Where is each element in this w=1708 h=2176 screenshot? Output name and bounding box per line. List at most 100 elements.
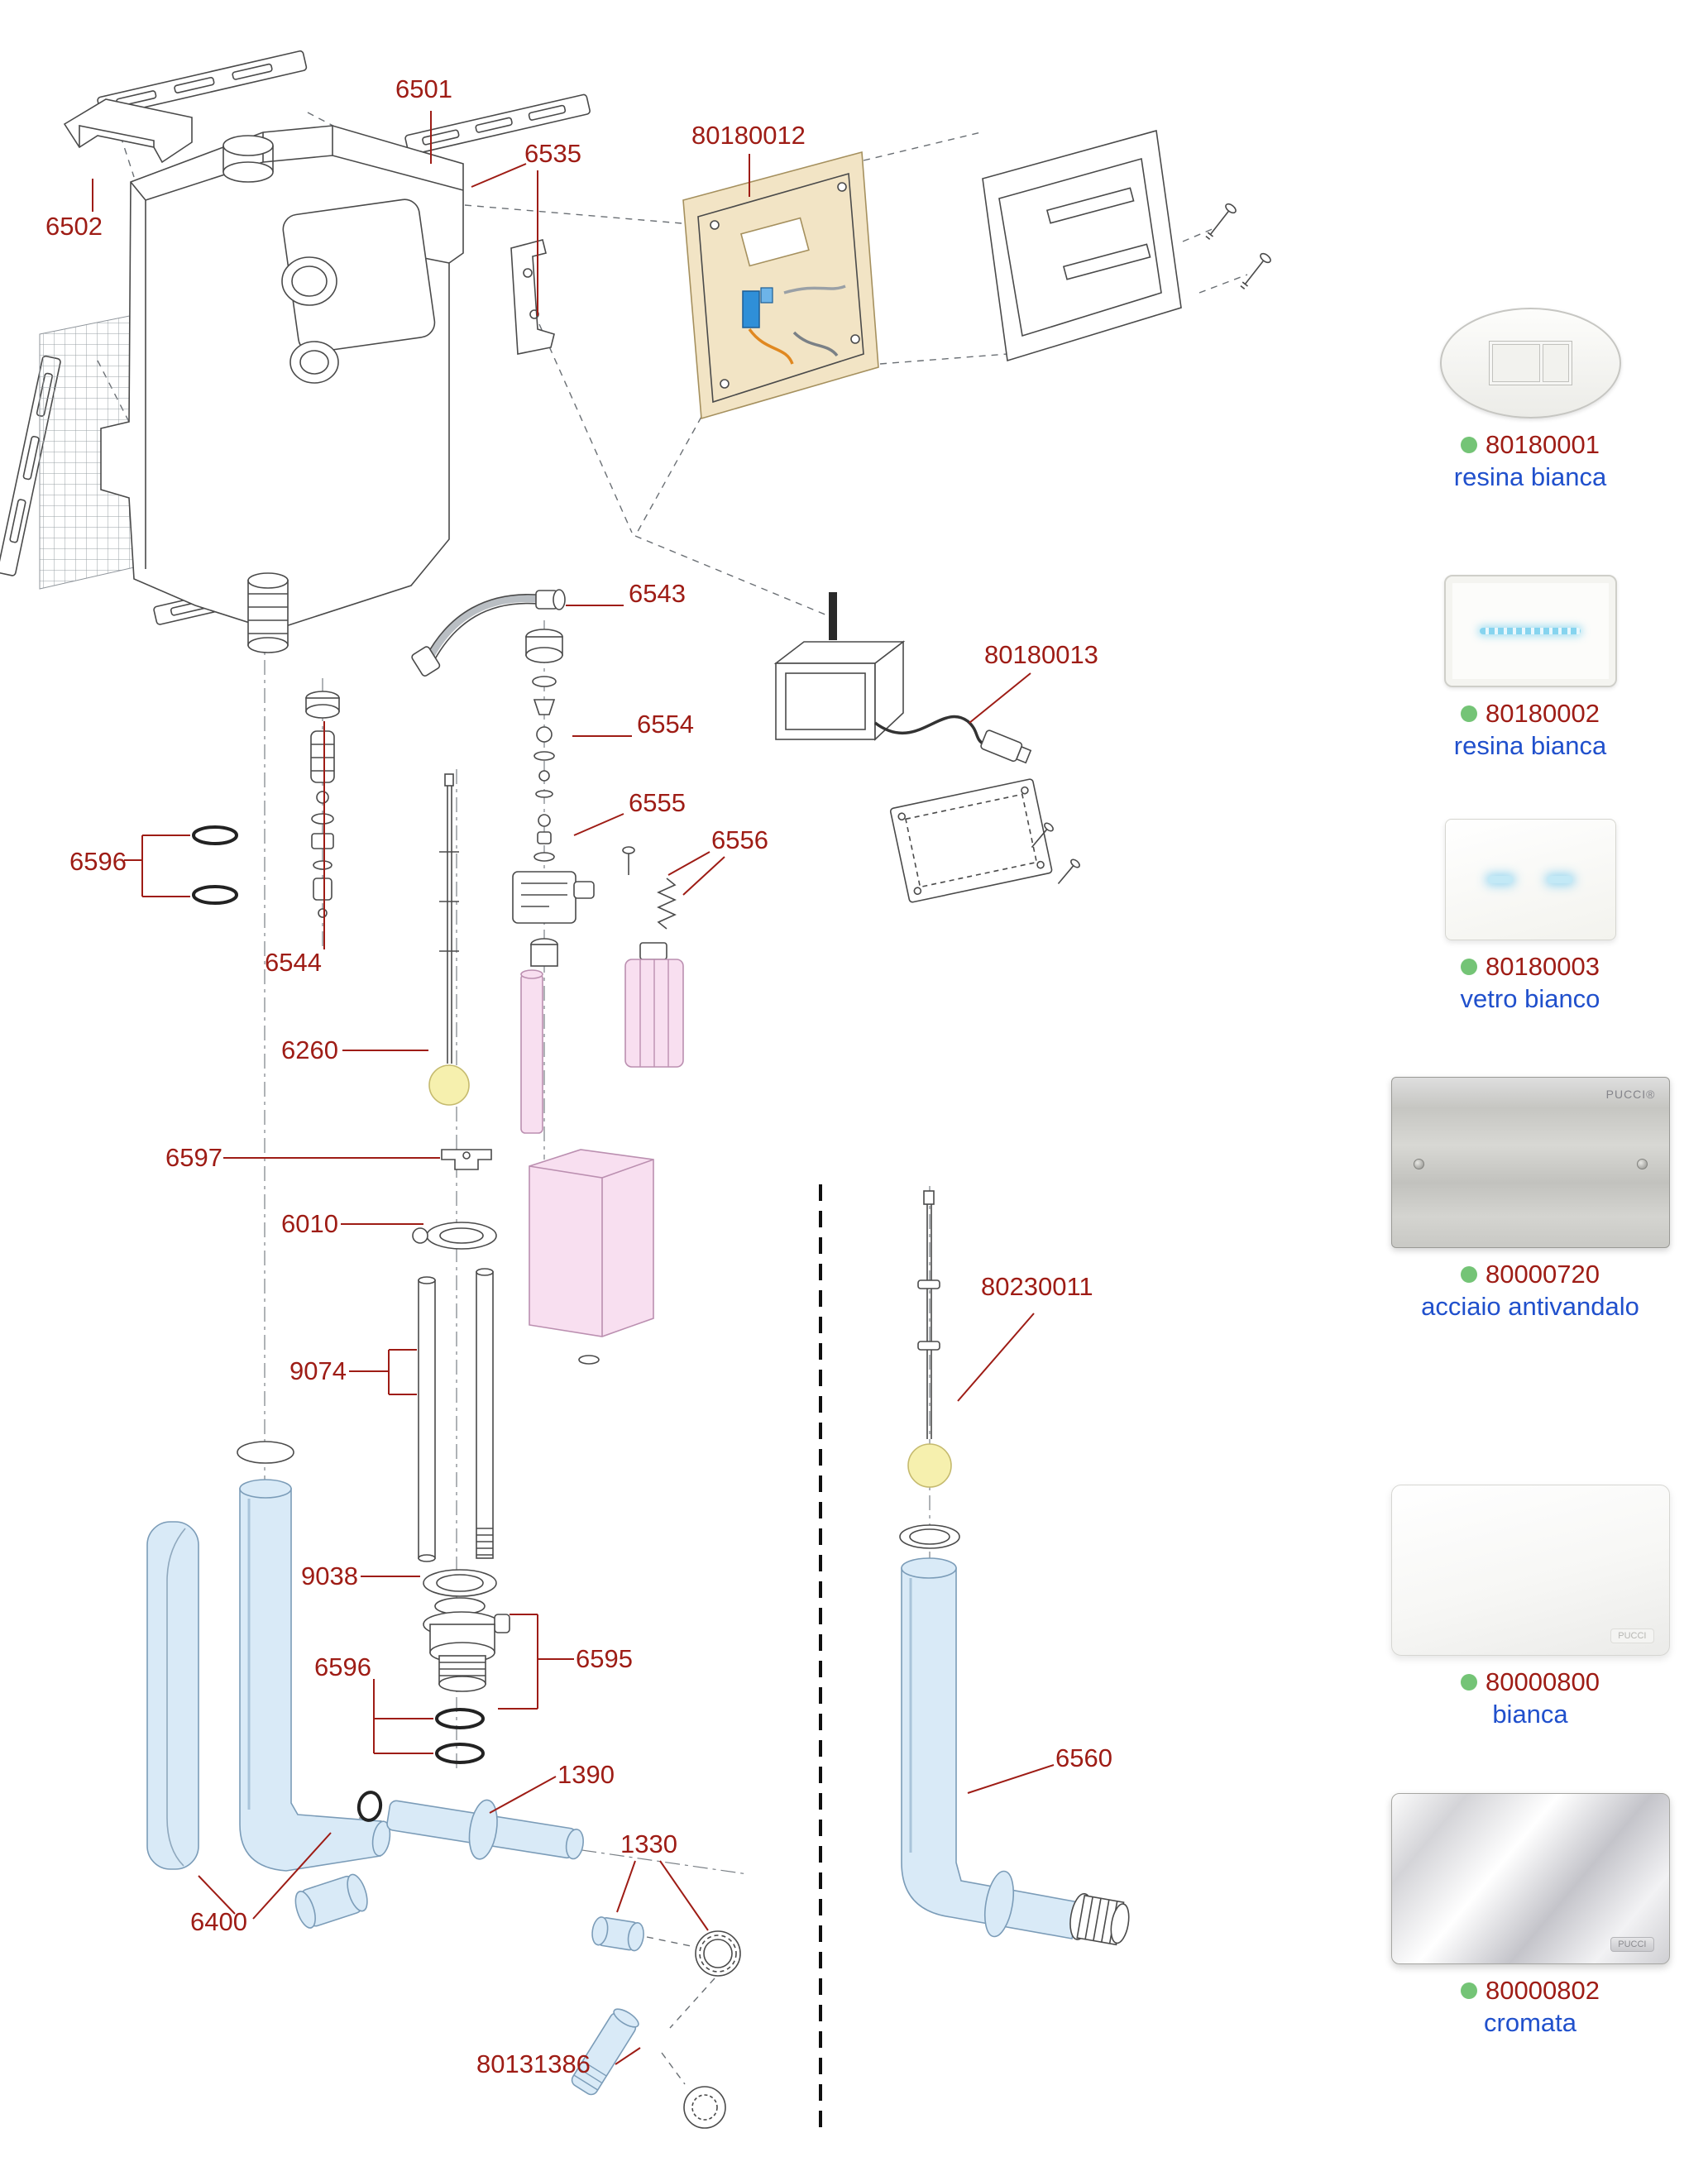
flush-button-large xyxy=(1491,344,1540,382)
o-rings-bottom xyxy=(435,1708,485,1764)
part-label-6596-bottom: 6596 xyxy=(314,1652,371,1681)
screw-icon xyxy=(1413,1158,1424,1169)
product-code: 80000802 xyxy=(1486,1976,1600,2005)
o-rings xyxy=(192,825,238,905)
sensor-light xyxy=(1548,876,1572,883)
flush-plate-image-glass xyxy=(1444,819,1616,940)
flush-valve-body xyxy=(512,871,595,967)
side-bracket xyxy=(510,239,555,355)
part-label-80131386: 80131386 xyxy=(476,2049,591,2078)
part-label-6595: 6595 xyxy=(576,1644,633,1673)
part-label-6010: 6010 xyxy=(281,1209,338,1238)
part-label-6544: 6544 xyxy=(265,948,322,977)
part-label-6560: 6560 xyxy=(1055,1743,1112,1772)
junction-box xyxy=(773,592,1080,903)
tank-gasket xyxy=(412,1222,497,1250)
part-label-80230011: 80230011 xyxy=(981,1272,1093,1301)
overflow-tube xyxy=(520,969,543,1134)
part-label-9038: 9038 xyxy=(301,1561,358,1590)
product-card-80000802: PUCCI 80000802 cromata xyxy=(1369,1793,1691,2035)
product-description: vetro bianco xyxy=(1460,984,1600,1013)
screw-icon xyxy=(1057,858,1080,885)
flush-plate-image-white: PUCCI xyxy=(1390,1485,1670,1656)
part-label-80180012: 80180012 xyxy=(691,121,806,150)
flush-plate-image-oval xyxy=(1439,308,1621,418)
flush-bend-right xyxy=(901,1557,1130,1946)
part-label-6597: 6597 xyxy=(165,1143,222,1172)
part-label-6400: 6400 xyxy=(190,1907,247,1936)
construction-lines xyxy=(97,100,1248,2085)
part-label-6556: 6556 xyxy=(711,825,768,854)
product-description: acciaio antivandalo xyxy=(1421,1292,1639,1321)
outlet-flange xyxy=(423,1569,497,1615)
float-rod-right xyxy=(899,1190,960,1549)
part-label-6543: 6543 xyxy=(629,579,686,608)
flush-button-small xyxy=(1542,344,1569,382)
part-label-6554: 6554 xyxy=(637,710,694,739)
green-dot-icon xyxy=(1461,1982,1478,1999)
spring-and-screw xyxy=(622,846,677,930)
green-dot-icon xyxy=(1461,958,1478,975)
screw-icon xyxy=(1240,252,1271,289)
brand-logo: PUCCI xyxy=(1610,1628,1654,1643)
flush-plate-image-steel: PUCCI® xyxy=(1390,1077,1670,1248)
product-description: resina bianca xyxy=(1453,731,1607,760)
control-panel xyxy=(682,151,879,420)
inlet-horizontal-pipe xyxy=(356,1791,584,1860)
flush-bend-pipe xyxy=(237,1441,391,1872)
led-strip xyxy=(1480,628,1581,634)
product-card-80000800: PUCCI 80000800 bianca xyxy=(1369,1485,1691,1727)
part-label-80180013: 80180013 xyxy=(984,640,1098,669)
valve-container xyxy=(529,1149,654,1365)
product-description: bianca xyxy=(1492,1700,1568,1729)
plate-buttons xyxy=(1488,341,1572,385)
float-rod xyxy=(428,773,470,1106)
product-description: resina bianca xyxy=(1453,462,1607,491)
product-code: 80180001 xyxy=(1486,430,1600,459)
part-label-1330: 1330 xyxy=(620,1829,677,1858)
lever-bracket xyxy=(441,1149,492,1170)
pipe-fittings xyxy=(591,1916,741,1977)
inlet-valve-stack xyxy=(525,629,563,798)
flexible-hose xyxy=(411,589,566,677)
part-label-6535: 6535 xyxy=(524,139,581,168)
part-label-1390: 1390 xyxy=(557,1760,615,1789)
screw-icon xyxy=(1636,1158,1648,1169)
valve-small-parts xyxy=(533,814,555,862)
product-code: 80180003 xyxy=(1486,952,1600,981)
part-label-6260: 6260 xyxy=(281,1035,338,1064)
green-dot-icon xyxy=(1461,436,1478,453)
inlet-valve-parts xyxy=(305,691,340,918)
product-card-80000720: PUCCI® 80000720 acciaio antivandalo xyxy=(1369,1077,1691,1319)
battery-pack xyxy=(624,942,684,1068)
mounting-frame xyxy=(982,129,1271,362)
cistern-tank xyxy=(100,125,464,653)
product-card-80180001: 80180001 resina bianca xyxy=(1369,308,1691,490)
green-dot-icon xyxy=(1461,705,1478,722)
flush-plate-image-led xyxy=(1443,575,1617,687)
green-dot-icon xyxy=(1461,1265,1478,1283)
part-label-6596-left: 6596 xyxy=(69,847,127,876)
cover-shell xyxy=(146,1521,199,1870)
flush-pipes xyxy=(418,1268,494,1562)
small-connector-pipe xyxy=(571,2008,726,2129)
outlet-assembly xyxy=(423,1611,510,1692)
product-code: 80000800 xyxy=(1486,1667,1600,1696)
product-card-80180002: 80180002 resina bianca xyxy=(1369,575,1691,758)
brand-logo: PUCCI® xyxy=(1605,1088,1656,1101)
product-code: 80000720 xyxy=(1486,1260,1600,1289)
corner-bracket xyxy=(63,98,193,164)
product-card-80180003: 80180003 vetro bianco xyxy=(1369,819,1691,1011)
flush-plate-image-chrome: PUCCI xyxy=(1390,1793,1670,1964)
product-description: cromata xyxy=(1484,2008,1576,2037)
sensor-light xyxy=(1488,876,1513,883)
brand-logo: PUCCI xyxy=(1610,1937,1654,1952)
part-label-9074: 9074 xyxy=(289,1356,347,1385)
screw-icon xyxy=(1205,203,1237,240)
part-label-6502: 6502 xyxy=(45,212,103,241)
part-label-6555: 6555 xyxy=(629,788,686,817)
product-code: 80180002 xyxy=(1486,699,1600,728)
green-dot-icon xyxy=(1461,1673,1478,1691)
